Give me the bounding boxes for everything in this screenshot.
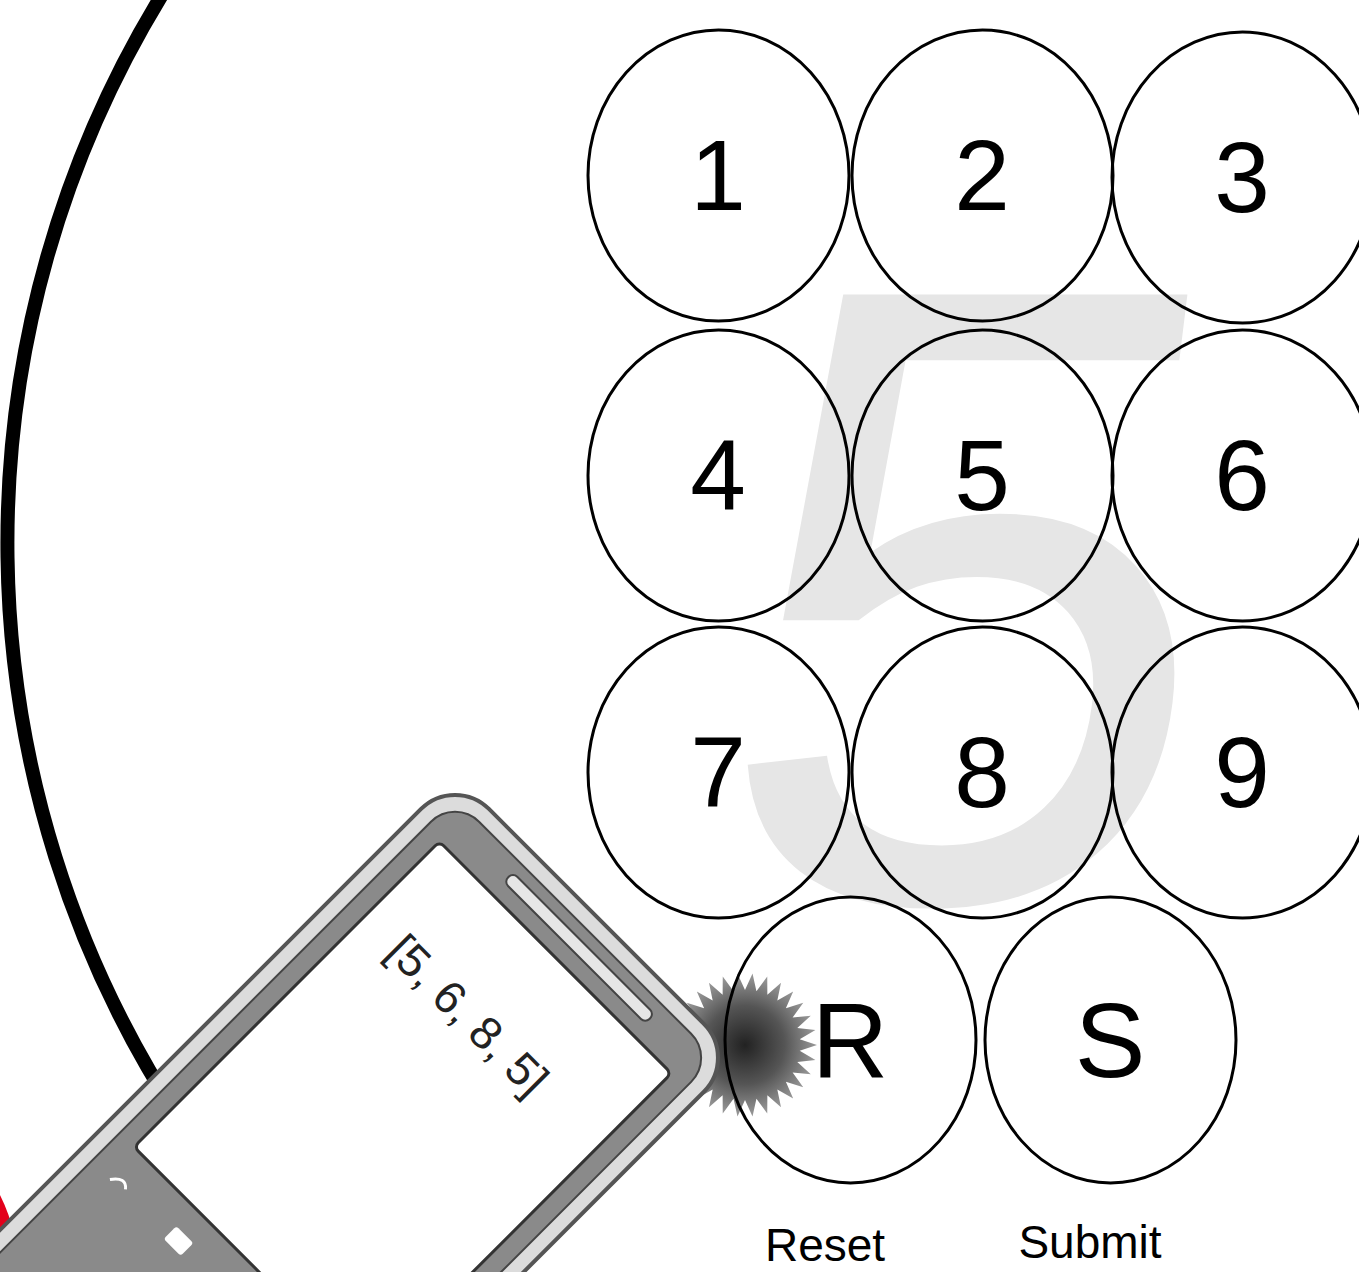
button-label: 7 <box>690 722 746 822</box>
button-label: 4 <box>690 425 746 525</box>
button-label: 9 <box>1214 722 1270 822</box>
keypad-button: 2 <box>850 28 1115 323</box>
button-caption: Submit <box>1018 1219 1161 1265</box>
big-arc <box>7 0 180 1120</box>
button-label: S <box>1075 987 1146 1093</box>
button-label: 3 <box>1214 127 1270 227</box>
button-label: 6 <box>1214 425 1270 525</box>
button-label: 8 <box>954 722 1010 822</box>
button-label: 5 <box>954 425 1010 525</box>
keypad-button: R <box>723 895 978 1185</box>
phone <box>0 775 738 1272</box>
keypad-button: 9 <box>1110 625 1359 920</box>
keypad-button: S <box>983 895 1238 1185</box>
button-label: 2 <box>954 125 1010 225</box>
keypad-button: 7 <box>586 625 851 920</box>
keypad-button: 3 <box>1110 30 1359 325</box>
button-label: 1 <box>690 125 746 225</box>
button-label: R <box>812 987 889 1093</box>
keypad-button: 5 <box>850 328 1115 623</box>
keypad-button: 6 <box>1110 328 1359 623</box>
keypad-button: 8 <box>850 625 1115 920</box>
button-caption: Reset <box>765 1222 885 1268</box>
keypad-button: 4 <box>586 328 851 623</box>
keypad-button: 1 <box>586 28 851 323</box>
